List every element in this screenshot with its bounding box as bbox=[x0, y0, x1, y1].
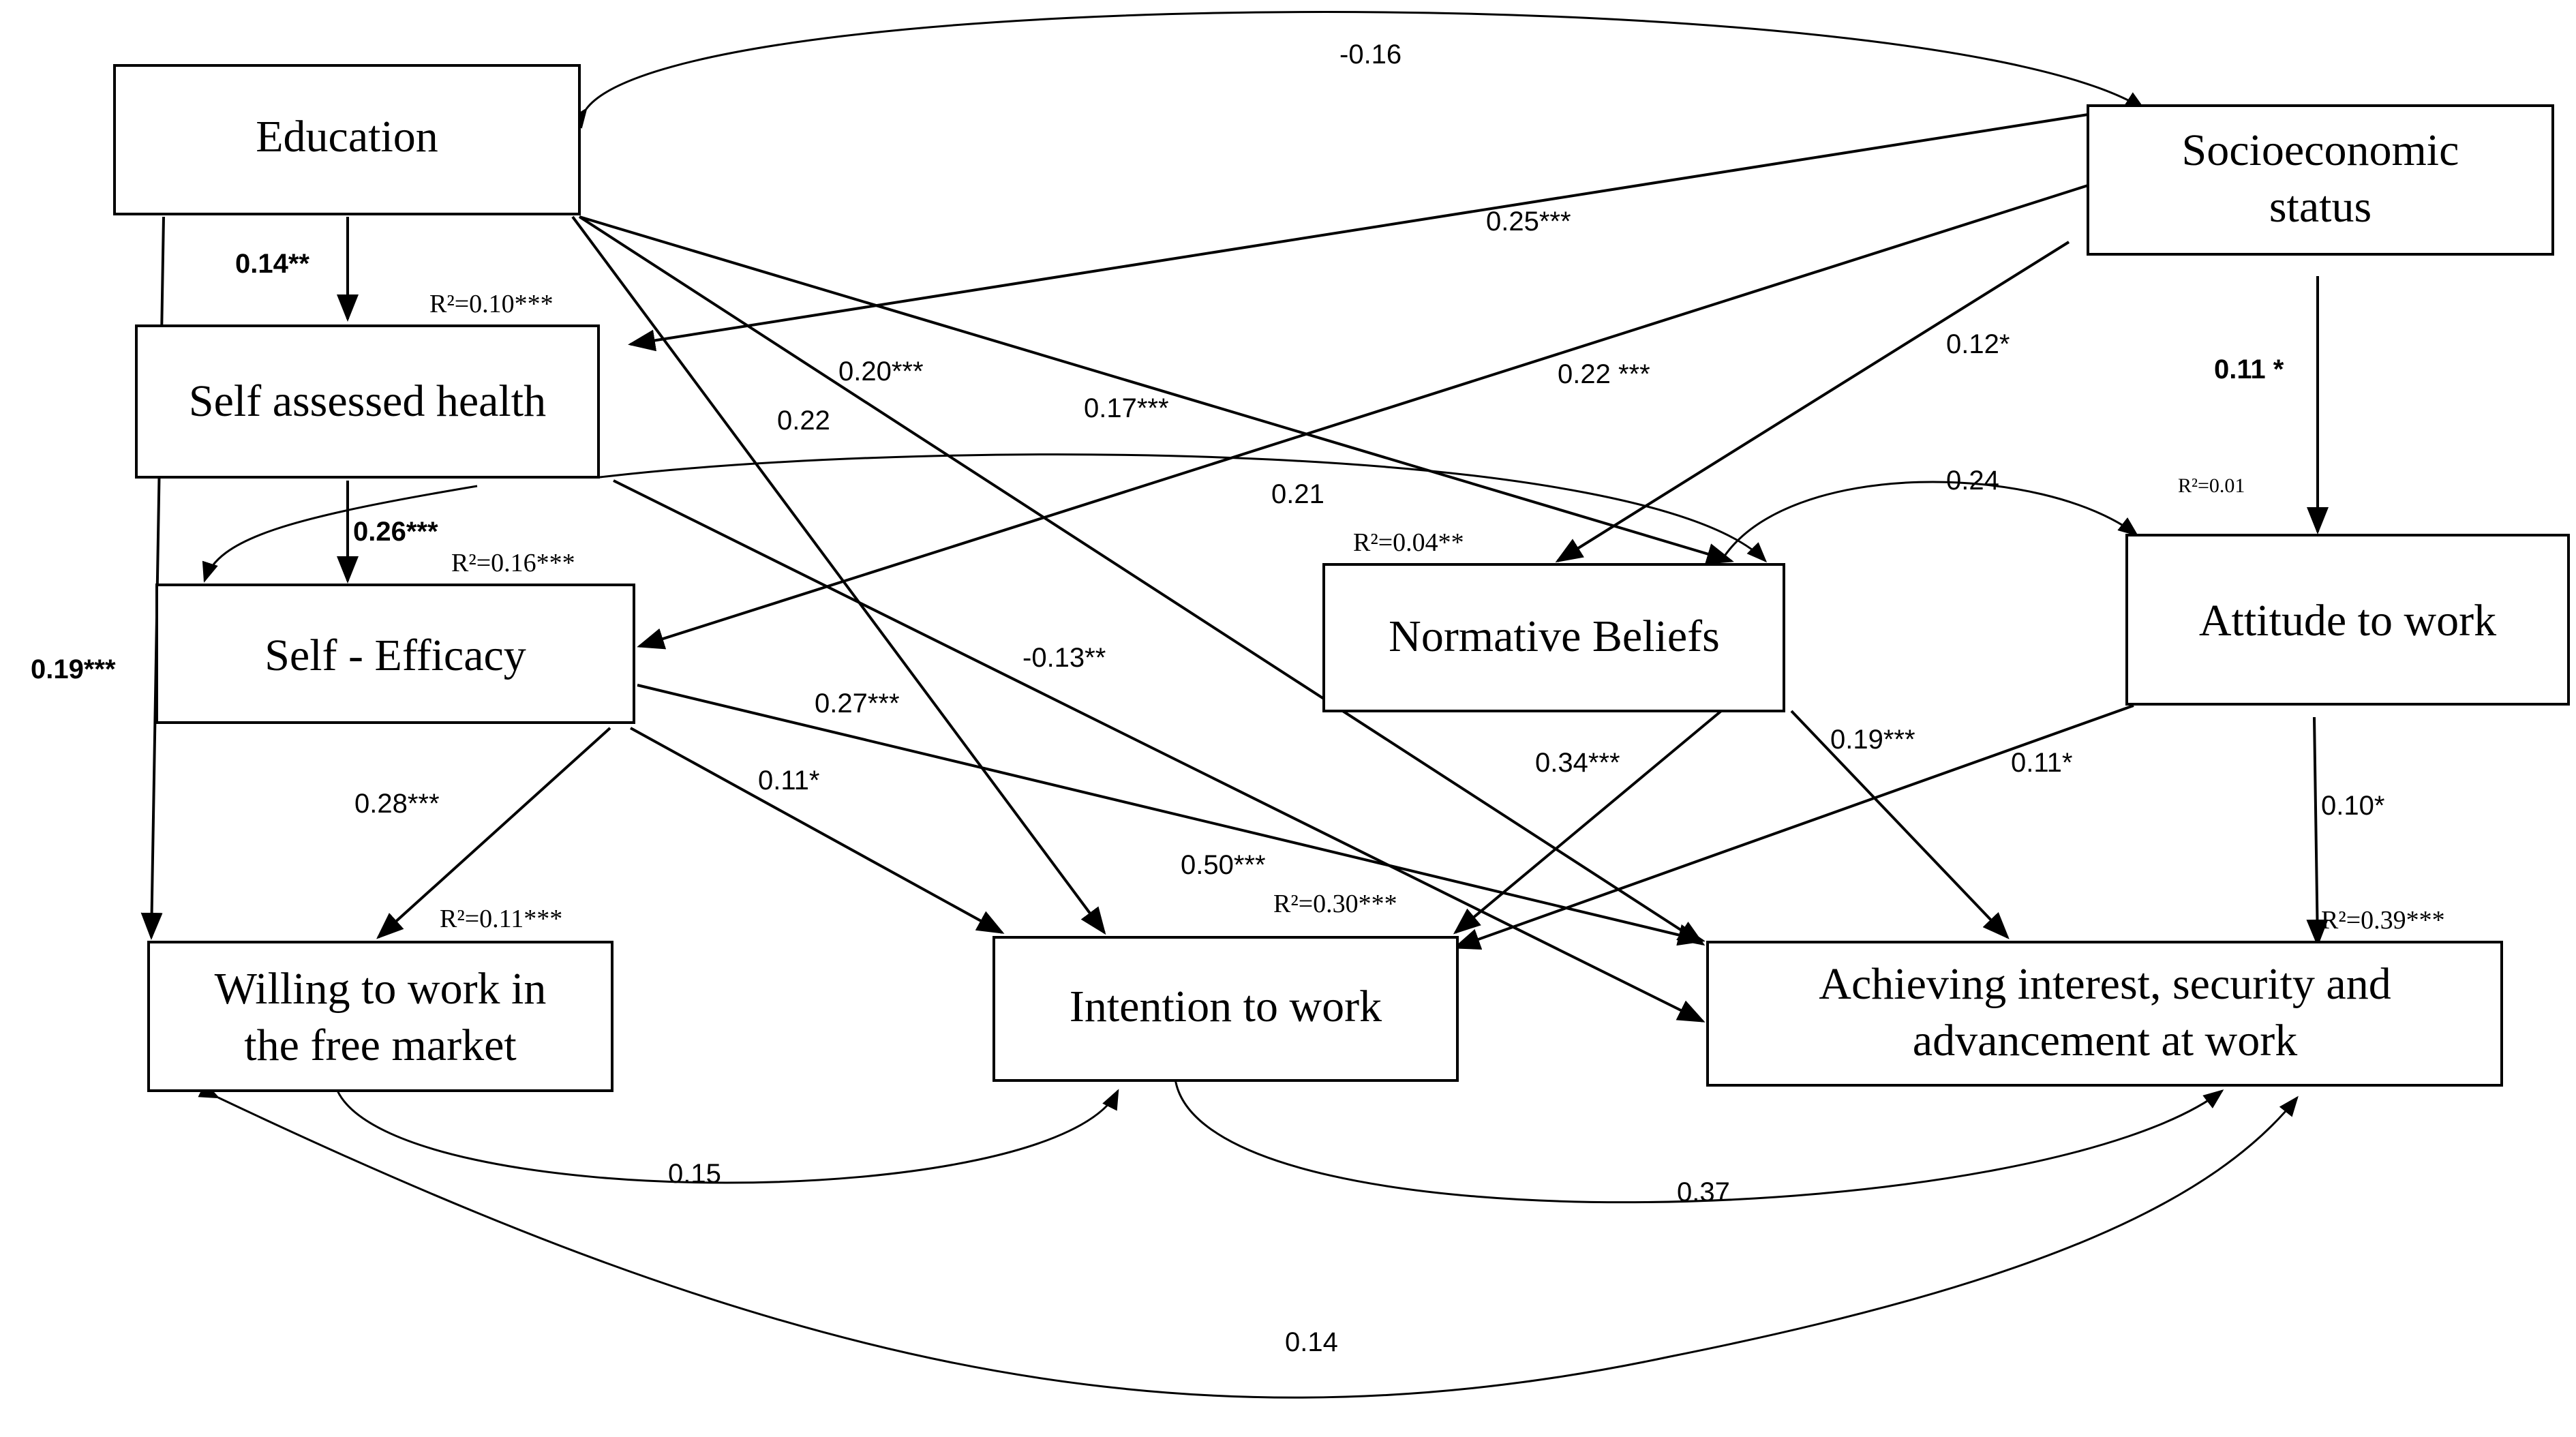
coef-willing-intention: 0.15 bbox=[668, 1159, 721, 1189]
coef-ses-efficacy: 0.22 *** bbox=[1558, 359, 1650, 389]
paths bbox=[140, 11, 2329, 1399]
coef-health-achieving: -0.13** bbox=[1022, 643, 1106, 673]
coef-health-normative: 0.21 bbox=[1271, 479, 1324, 509]
r2-achieving: R²=0.39*** bbox=[2321, 906, 2445, 935]
node-education: Education bbox=[113, 64, 581, 215]
coef-attitude-achieving: 0.10* bbox=[2321, 791, 2384, 821]
path-normative-achieving bbox=[1790, 710, 2010, 939]
path-willing-achieving bbox=[198, 1082, 2299, 1399]
path-health-normative bbox=[202, 485, 478, 583]
path-edu-intention bbox=[571, 215, 1106, 935]
coef-edu-ses: -0.16 bbox=[1339, 40, 1401, 70]
coef-willing-achieving: 0.14 bbox=[1285, 1327, 1338, 1357]
node-label-line-1: Socioeconomic bbox=[2182, 125, 2459, 175]
coef-intention-achieving: 0.37 bbox=[1677, 1177, 1730, 1207]
r2-efficacy: R²=0.16*** bbox=[451, 549, 575, 577]
path-efficacy-intention bbox=[630, 727, 1005, 934]
coef-ses-attitude: 0.11 * bbox=[2214, 354, 2284, 384]
coef-ses-health: 0.25*** bbox=[1486, 207, 1571, 237]
node-self-assessed-health: Self assessed health bbox=[135, 324, 600, 479]
coef-edu-achieving: 0.20*** bbox=[838, 357, 924, 387]
coef-health-efficacy: 0.26*** bbox=[353, 517, 438, 547]
r2-intention: R²=0.30*** bbox=[1273, 890, 1397, 918]
node-achieving-interest: Achieving interest, security and advance… bbox=[1706, 941, 2503, 1087]
path-efficacy-willing bbox=[376, 727, 611, 939]
coef-edu-health: 0.14** bbox=[235, 249, 309, 279]
r2-labels: R²=0.10*** R²=0.16*** R²=0.04** R²=0.01 … bbox=[429, 290, 2445, 935]
coef-edu-willing: 0.19*** bbox=[31, 654, 116, 684]
path-attitude-achieving bbox=[2306, 716, 2329, 947]
coef-efficacy-achieving: 0.27*** bbox=[815, 689, 900, 718]
coef-normative-attitude: 0.24 bbox=[1946, 466, 1999, 496]
node-willing-to-work: Willing to work in the free market bbox=[147, 941, 613, 1092]
coef-edu-normative: 0.17*** bbox=[1084, 393, 1169, 423]
coefficients: -0.16 0.14** 0.19*** 0.25*** 0.22 *** 0.… bbox=[31, 40, 2384, 1357]
coef-efficacy-intention-b: 0.50*** bbox=[1181, 850, 1266, 880]
node-label-line-1: Achieving interest, security and bbox=[1819, 959, 2391, 1009]
coef-efficacy-intention: 0.11* bbox=[758, 766, 819, 796]
path-willing-intention bbox=[322, 1070, 1119, 1184]
node-label-line-2: advancement at work bbox=[1913, 1016, 2297, 1065]
path-ses-efficacy bbox=[637, 184, 2089, 650]
r2-normative: R²=0.04** bbox=[1353, 528, 1464, 557]
path-edu-ses bbox=[569, 11, 2146, 129]
r2-health: R²=0.10*** bbox=[429, 290, 554, 318]
path-edu-normative bbox=[579, 215, 1734, 565]
node-intention-to-work: Intention to work bbox=[992, 936, 1459, 1082]
node-normative-beliefs: Normative Beliefs bbox=[1322, 563, 1785, 712]
path-normative-intention bbox=[1453, 710, 1723, 935]
node-label: Intention to work bbox=[1070, 982, 1382, 1031]
path-health-normative-b bbox=[599, 453, 1768, 563]
coef-normative-achieving: 0.19*** bbox=[1830, 725, 1915, 755]
node-attitude-to-work: Attitude to work bbox=[2125, 534, 2570, 706]
r2-attitude: R²=0.01 bbox=[2178, 474, 2245, 497]
node-label: Education bbox=[256, 112, 438, 162]
node-label: Self - Efficacy bbox=[264, 631, 526, 680]
coef-attitude-intention: 0.11* bbox=[2011, 748, 2072, 778]
path-intention-achieving bbox=[1164, 1063, 2224, 1204]
node-label: Attitude to work bbox=[2199, 596, 2496, 646]
path-edu-achieving bbox=[578, 215, 1706, 946]
r2-willing: R²=0.11*** bbox=[440, 905, 562, 933]
path-health-achieving bbox=[613, 479, 1706, 1023]
node-label: Self assessed health bbox=[189, 376, 546, 426]
node-self-efficacy: Self - Efficacy bbox=[155, 584, 635, 724]
coef-ses-normative: 0.12* bbox=[1946, 329, 2010, 359]
path-attitude-intention bbox=[1453, 704, 2134, 950]
node-label-line-2: the free market bbox=[244, 1020, 516, 1070]
coef-efficacy-willing: 0.28*** bbox=[354, 789, 440, 819]
coef-normative-intention: 0.34*** bbox=[1535, 748, 1620, 778]
path-efficacy-achieving bbox=[637, 684, 1706, 946]
node-label-line-1: Willing to work in bbox=[215, 964, 547, 1014]
path-ses-normative bbox=[1555, 241, 2070, 563]
path-normative-attitude bbox=[1720, 481, 2139, 562]
path-ses-health bbox=[628, 113, 2089, 352]
node-label: Normative Beliefs bbox=[1389, 611, 1720, 661]
node-socioeconomic-status: Socioeconomic status bbox=[2087, 104, 2554, 256]
node-label-line-2: status bbox=[2269, 182, 2372, 232]
coef-edu-intention: 0.22 bbox=[777, 406, 830, 436]
